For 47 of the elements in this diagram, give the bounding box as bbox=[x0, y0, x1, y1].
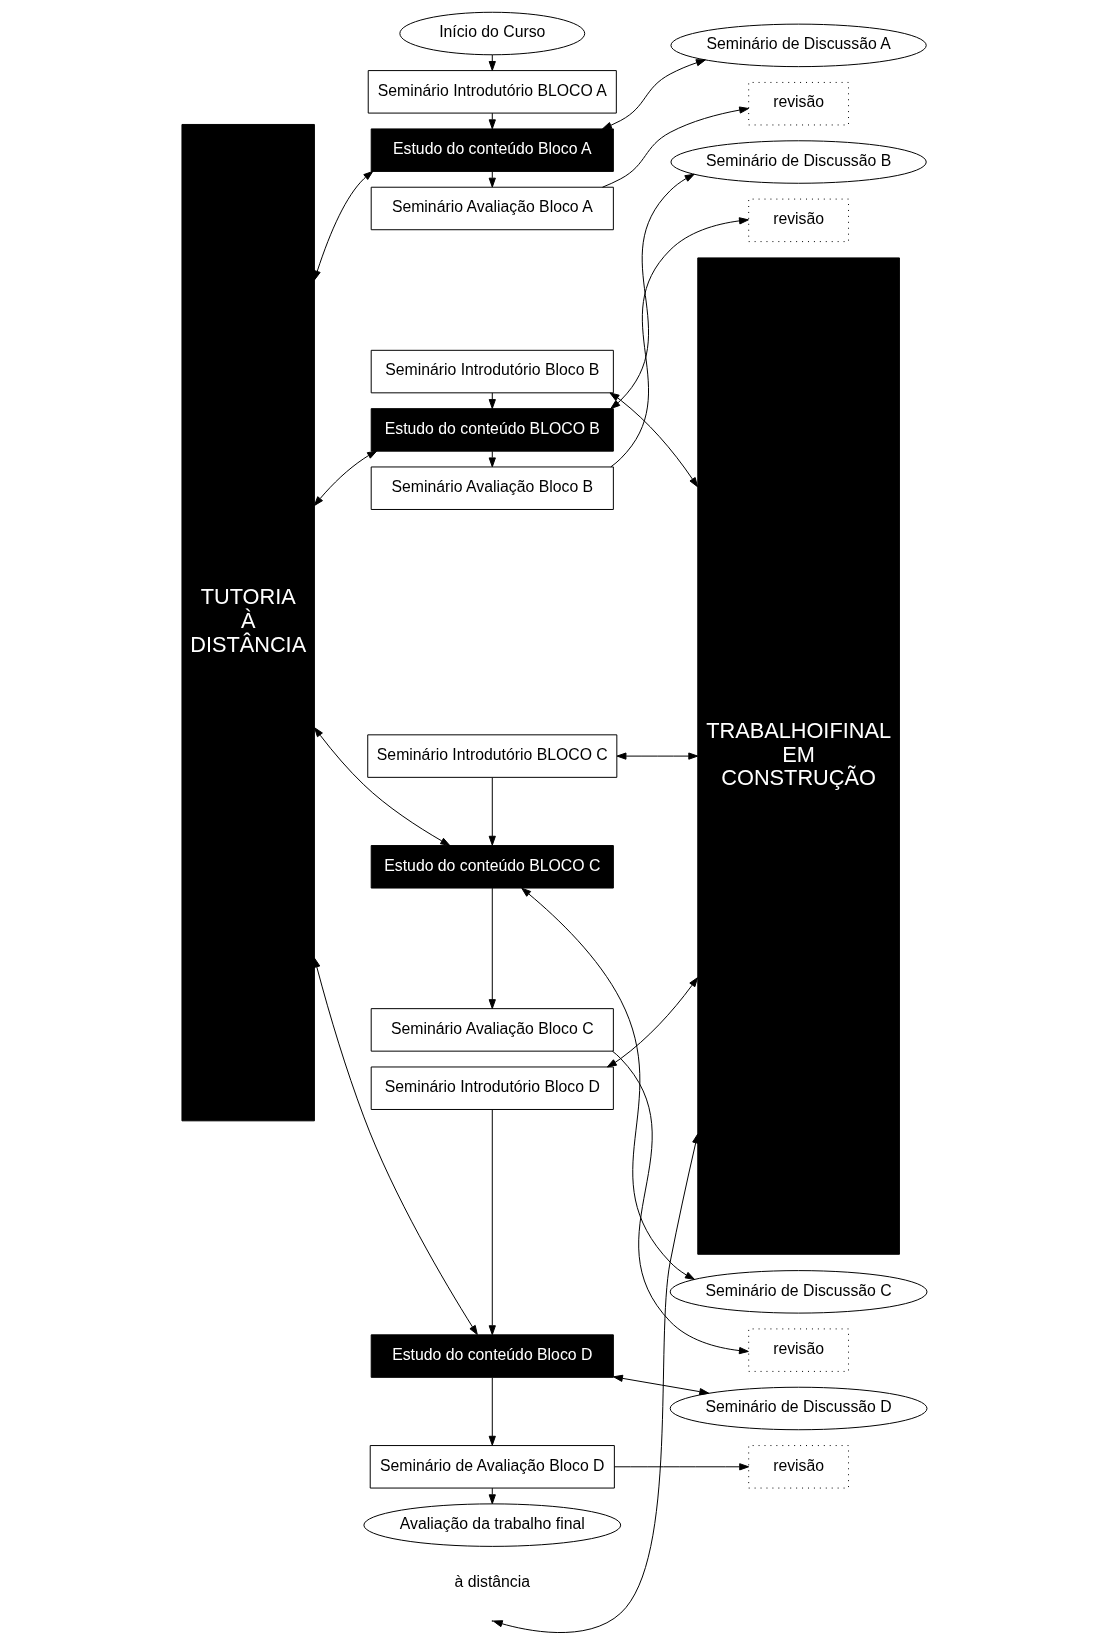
node-ellipse: Avaliação da trabalho final bbox=[362, 1503, 621, 1547]
arrow bbox=[609, 217, 749, 468]
arrow bbox=[520, 887, 695, 1280]
node-box: Seminário Introdutório BLOCO C bbox=[366, 734, 617, 778]
arrow bbox=[313, 727, 450, 846]
arrow bbox=[313, 170, 373, 281]
arrow bbox=[601, 59, 706, 130]
node-box: revisão bbox=[747, 1445, 849, 1489]
node-box: Estudo do conteúdo Bloco D bbox=[370, 1334, 614, 1378]
node-box: Seminário Avaliação Bloco C bbox=[370, 1008, 614, 1052]
arrow bbox=[488, 1487, 496, 1505]
arrow bbox=[488, 392, 496, 409]
arrow bbox=[606, 977, 698, 1068]
arrow bbox=[609, 173, 695, 410]
arrow bbox=[488, 54, 496, 71]
node-box: Seminário Introdutório Bloco D bbox=[370, 1066, 614, 1110]
arrow bbox=[612, 1374, 709, 1396]
node-box: Seminário de Avaliação Bloco D bbox=[369, 1445, 615, 1489]
arrow bbox=[488, 112, 496, 130]
arrow bbox=[488, 450, 496, 468]
label: à distância bbox=[454, 1573, 530, 1591]
node-box: Seminário Avaliação Bloco A bbox=[370, 186, 614, 231]
node-box: Estudo do conteúdo BLOCO B bbox=[370, 408, 614, 452]
node-box: TRABALHOIFINAL EM CONSTRUÇÃO bbox=[696, 257, 900, 1255]
node-box: revisão bbox=[747, 81, 849, 126]
arrow bbox=[313, 450, 377, 507]
node-box: Seminário Avaliação Bloco B bbox=[370, 466, 614, 510]
node-box: Seminário Introdutório Bloco B bbox=[370, 349, 614, 394]
arrow bbox=[609, 392, 698, 488]
node-box: Estudo do conteúdo BLOCO C bbox=[370, 845, 614, 889]
node-ellipse: Início do Curso bbox=[398, 11, 585, 56]
node-box: Estudo do conteúdo Bloco A bbox=[370, 128, 614, 172]
arrow bbox=[611, 1050, 749, 1355]
node-box: TUTORIA À DISTÂNCIA bbox=[180, 123, 315, 1122]
arrow bbox=[488, 887, 496, 1010]
arrow bbox=[601, 106, 749, 188]
node-box: revisão bbox=[747, 198, 849, 243]
arrow bbox=[492, 1133, 699, 1633]
node-box: revisão bbox=[747, 1328, 849, 1372]
arrow bbox=[488, 1377, 496, 1446]
arrow bbox=[488, 777, 496, 846]
arrow bbox=[312, 957, 478, 1336]
arrow bbox=[613, 1463, 749, 1471]
arrow bbox=[616, 752, 698, 760]
node-box: Seminário Introdutório BLOCO A bbox=[367, 70, 617, 114]
arrow bbox=[488, 171, 496, 188]
arrow bbox=[488, 1109, 496, 1336]
